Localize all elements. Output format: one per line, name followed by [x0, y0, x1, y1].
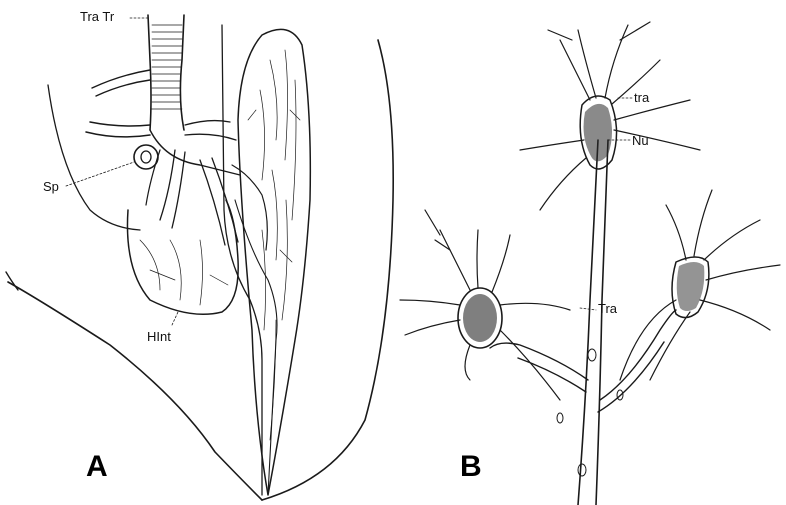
trachea-branch-right	[185, 121, 236, 140]
right-cell-nucleus	[677, 262, 705, 311]
left-lobe-veins	[140, 240, 228, 305]
intestine-inner	[235, 200, 277, 495]
body-outline-right	[262, 40, 393, 500]
label-nu: Nu	[632, 134, 649, 147]
right-lobe-outline	[238, 29, 310, 495]
panel-b-letter: B	[460, 452, 482, 482]
trachea-branch-upper-left	[92, 70, 150, 96]
spiracle-outer	[134, 145, 158, 169]
trachea-branch-left	[86, 122, 150, 137]
trunk-small-cells	[557, 349, 623, 476]
lower-left-branch	[490, 343, 588, 392]
panel-b-drawing	[400, 22, 780, 505]
trachea-rings	[151, 25, 182, 109]
upper-cell-nucleus	[584, 104, 612, 162]
leader-sp	[66, 162, 134, 186]
label-tra-small: tra	[634, 91, 649, 104]
leader-hint	[172, 312, 178, 325]
left-lobe-outline	[127, 200, 238, 314]
label-tra-tr: Tra Tr	[80, 10, 114, 23]
inner-shell-line	[48, 85, 140, 230]
label-hint: HInt	[147, 330, 171, 343]
spiracle-inner	[141, 151, 151, 163]
trachea-branch-down-1	[160, 150, 185, 228]
leader-tra-large	[580, 308, 596, 310]
lower-right-branch	[598, 310, 676, 412]
label-sp: Sp	[43, 180, 59, 193]
trachea-branch-down-2	[200, 158, 238, 245]
main-trunk-right	[596, 140, 608, 505]
panel-a-drawing	[6, 15, 393, 500]
intestine-column	[222, 25, 262, 495]
trachea-trunk-left	[148, 15, 151, 130]
panel-a-letter: A	[86, 452, 108, 482]
left-cell-nucleus	[463, 294, 497, 342]
body-outline-left	[8, 282, 262, 500]
main-trunk-left	[578, 140, 598, 505]
label-tra-large: Tra	[598, 302, 617, 315]
body-curl	[6, 272, 18, 290]
